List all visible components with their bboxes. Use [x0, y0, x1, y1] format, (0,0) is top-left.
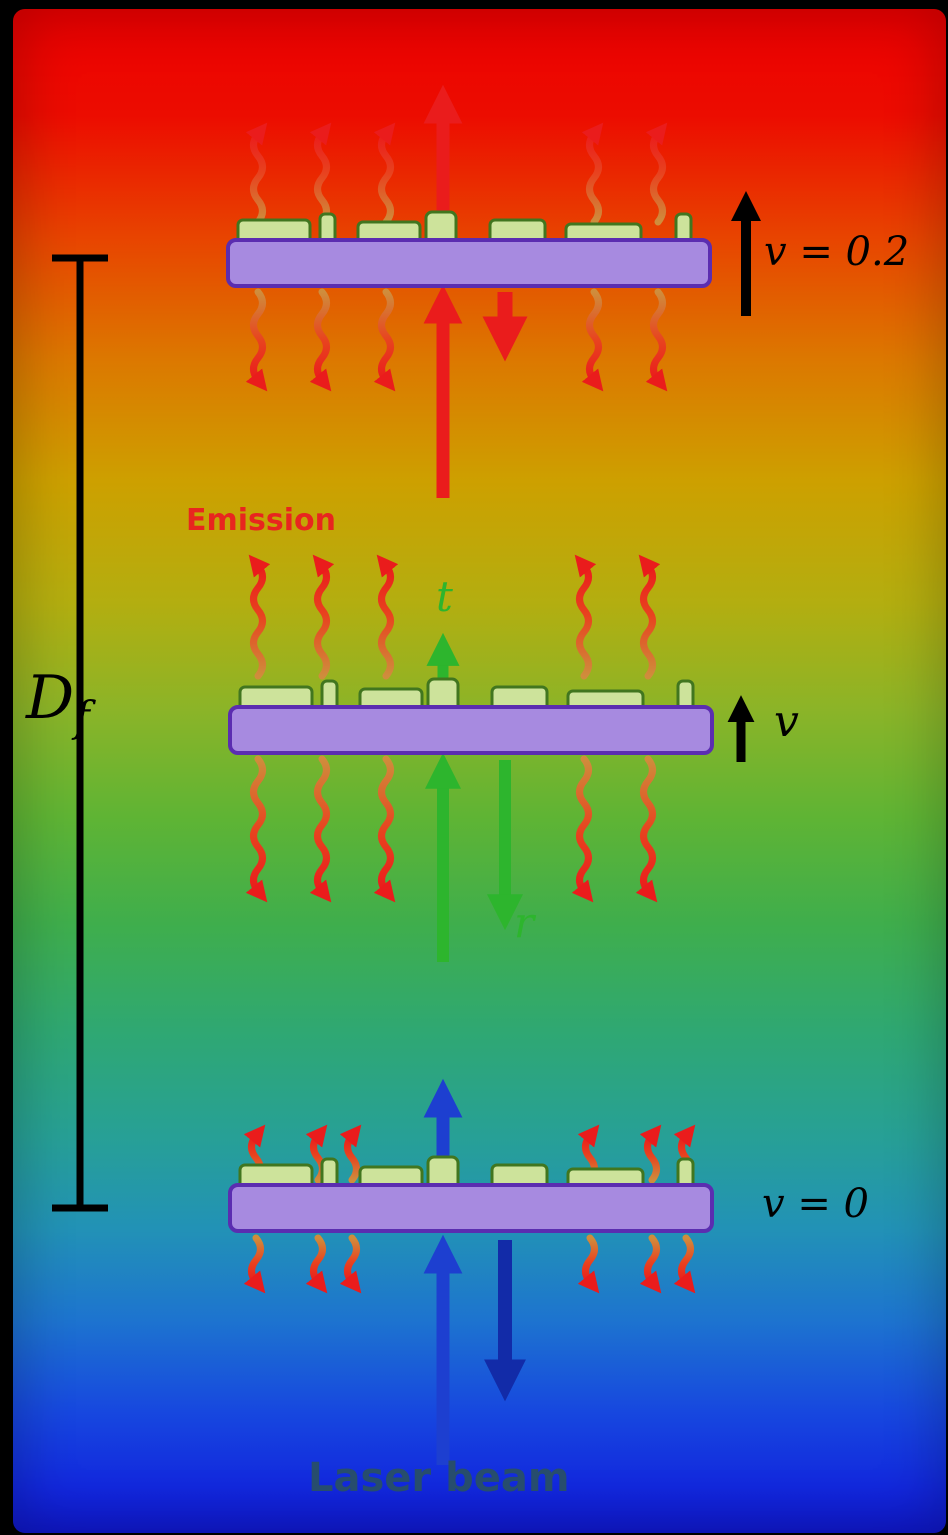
emission-wave-arrow: [312, 554, 335, 680]
emission-wave-arrow: [635, 755, 658, 903]
emission-wave-arrow: [581, 288, 604, 392]
mid-emission-down-arrows: [245, 755, 658, 903]
laser-beam-label: Laser beam: [308, 1455, 570, 1501]
emission-wave-arrow: [673, 1234, 696, 1294]
emission-wave-arrow: [305, 1234, 328, 1294]
velocity-bottom-label: v = 0: [762, 1181, 869, 1227]
emission-wave-arrow: [577, 1234, 600, 1294]
emission-wave-arrow: [309, 755, 332, 903]
emission-wave-arrow: [638, 554, 661, 680]
emission-wave-arrow: [376, 554, 399, 680]
top-emission-down-arrows: [245, 288, 668, 392]
emission-wave-arrow: [574, 554, 597, 680]
emission-wave-arrow: [243, 1234, 266, 1294]
reflection-label: r: [514, 898, 535, 947]
top-emission-up-arrows: [245, 122, 668, 226]
emission-wave-arrow: [581, 122, 604, 226]
lightsail-top: [226, 210, 712, 288]
transmission-label: t: [436, 572, 453, 621]
distance-subscript: f: [74, 692, 90, 741]
emission-wave-arrow: [373, 122, 396, 226]
emission-wave-arrow: [639, 1124, 662, 1184]
velocity-top-label: v = 0.2: [764, 229, 910, 275]
emission-label: Emission: [186, 503, 336, 538]
emission-wave-arrow: [245, 288, 268, 392]
lightsail-bottom: [228, 1155, 714, 1233]
distance-bracket: [52, 254, 108, 1212]
velocity-mid-label: v: [774, 696, 799, 747]
emission-wave-arrow: [245, 122, 268, 226]
emission-wave-arrow: [309, 288, 332, 392]
emission-wave-arrow: [373, 755, 396, 903]
bottom-emission-down-arrows: [243, 1234, 696, 1294]
emission-wave-arrow: [339, 1124, 362, 1184]
distance-symbol: D: [26, 663, 75, 733]
emission-wave-arrow: [373, 288, 396, 392]
emission-wave-arrow: [245, 755, 268, 903]
emission-wave-arrow: [645, 288, 668, 392]
emission-wave-arrow: [639, 1234, 662, 1294]
flight-distance-label: Df: [26, 668, 90, 738]
emission-wave-arrow: [645, 122, 668, 226]
emission-wave-arrow: [339, 1234, 362, 1294]
lightsail-mid: [228, 677, 714, 755]
emission-wave-arrow: [309, 122, 332, 226]
emission-wave-arrow: [571, 755, 594, 903]
emission-wave-arrow: [248, 554, 271, 680]
mid-emission-up-arrows: [248, 554, 661, 680]
